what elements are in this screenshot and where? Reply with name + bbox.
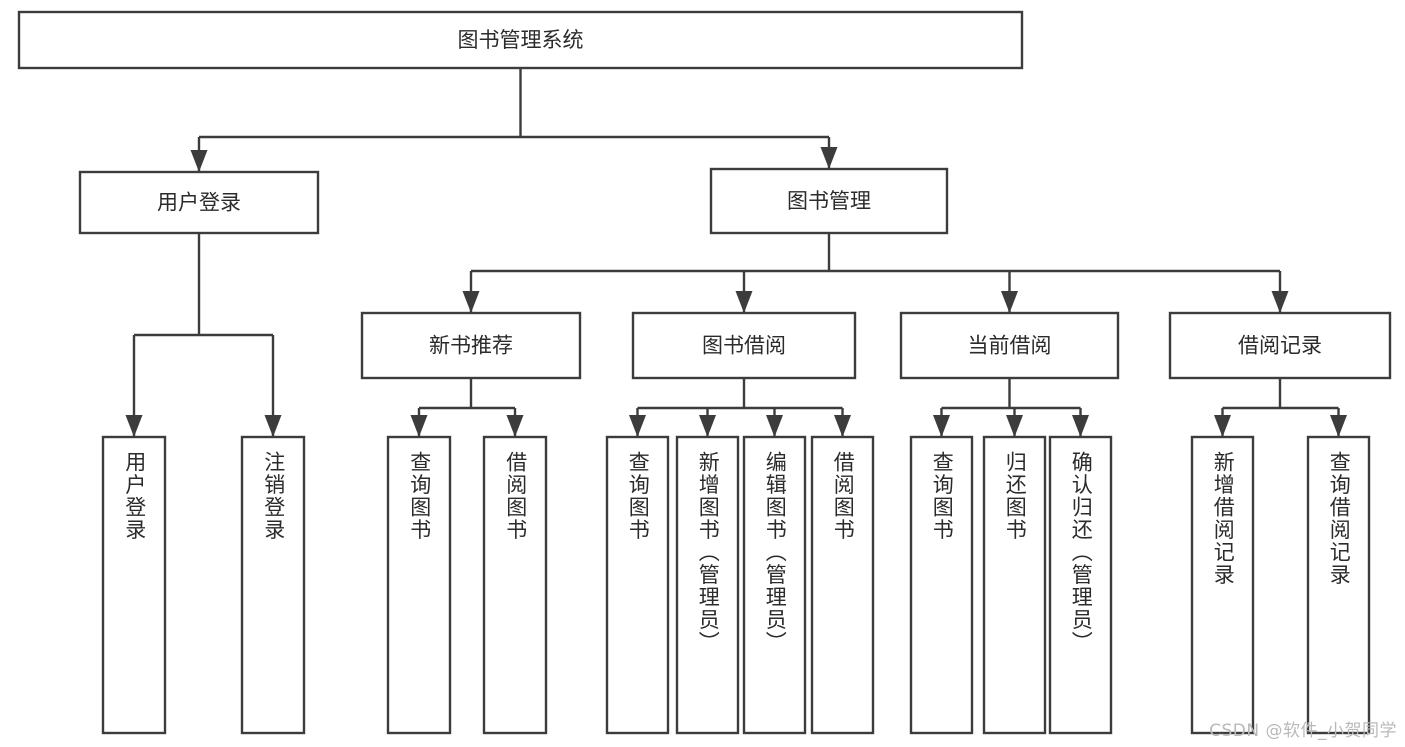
node-box-leaf-borrow-book-1[interactable]	[482, 435, 548, 735]
node-box-user-login[interactable]	[78, 170, 320, 235]
arrow-head-icon	[1006, 415, 1023, 437]
arrow-head-icon	[1001, 291, 1018, 313]
node-box-root[interactable]	[17, 10, 1024, 70]
edge-layer	[125, 68, 1347, 437]
arrow-head-icon	[699, 415, 716, 437]
node-box-leaf-query-book-2[interactable]	[605, 435, 670, 735]
node-box-leaf-confirm-return[interactable]	[1048, 435, 1113, 735]
node-box-leaf-return-book[interactable]	[982, 435, 1047, 735]
node-box-current-borrow[interactable]	[899, 311, 1120, 380]
arrow-head-icon	[766, 415, 783, 437]
node-box-book-manage[interactable]	[709, 167, 949, 235]
arrow-head-icon	[1330, 415, 1347, 437]
arrow-head-icon	[834, 415, 851, 437]
node-box-leaf-query-book-3[interactable]	[909, 435, 974, 735]
arrow-head-icon	[1214, 415, 1231, 437]
arrow-head-icon	[264, 415, 282, 437]
node-layer	[17, 10, 1392, 735]
arrow-head-icon	[1072, 415, 1089, 437]
node-label-new-book-rec: 新书推荐	[429, 334, 513, 358]
node-box-new-book-rec[interactable]	[360, 311, 582, 380]
node-box-leaf-user-login[interactable]	[101, 435, 167, 735]
arrow-head-icon	[1271, 291, 1289, 313]
arrow-head-icon	[735, 291, 753, 313]
arrow-head-icon	[933, 415, 950, 437]
node-box-leaf-query-book-1[interactable]	[386, 435, 452, 735]
arrow-head-icon	[506, 415, 524, 437]
node-box-leaf-add-book[interactable]	[675, 435, 740, 735]
node-label-root: 图书管理系统	[458, 28, 584, 52]
arrow-head-icon	[629, 415, 646, 437]
node-label-book-borrow: 图书借阅	[702, 334, 786, 358]
arrow-head-icon	[820, 147, 838, 169]
arrow-head-icon	[125, 415, 143, 437]
node-box-book-borrow[interactable]	[631, 311, 857, 380]
node-box-borrow-record[interactable]	[1168, 311, 1392, 380]
node-label-borrow-record: 借阅记录	[1238, 334, 1322, 358]
node-box-leaf-user-logout[interactable]	[240, 435, 306, 735]
arrow-head-icon	[190, 150, 208, 172]
node-label-current-borrow: 当前借阅	[968, 334, 1052, 358]
node-label-user-login: 用户登录	[157, 191, 241, 215]
arrow-head-icon	[410, 415, 428, 437]
node-label-book-manage: 图书管理	[787, 189, 871, 213]
node-box-leaf-add-record[interactable]	[1190, 435, 1255, 735]
node-box-leaf-query-record[interactable]	[1306, 435, 1371, 735]
node-box-leaf-edit-book[interactable]	[742, 435, 807, 735]
csdn-watermark: CSDN @软件_小贺同学	[1209, 721, 1397, 741]
node-box-leaf-borrow-book-2[interactable]	[810, 435, 875, 735]
arrow-head-icon	[462, 291, 480, 313]
